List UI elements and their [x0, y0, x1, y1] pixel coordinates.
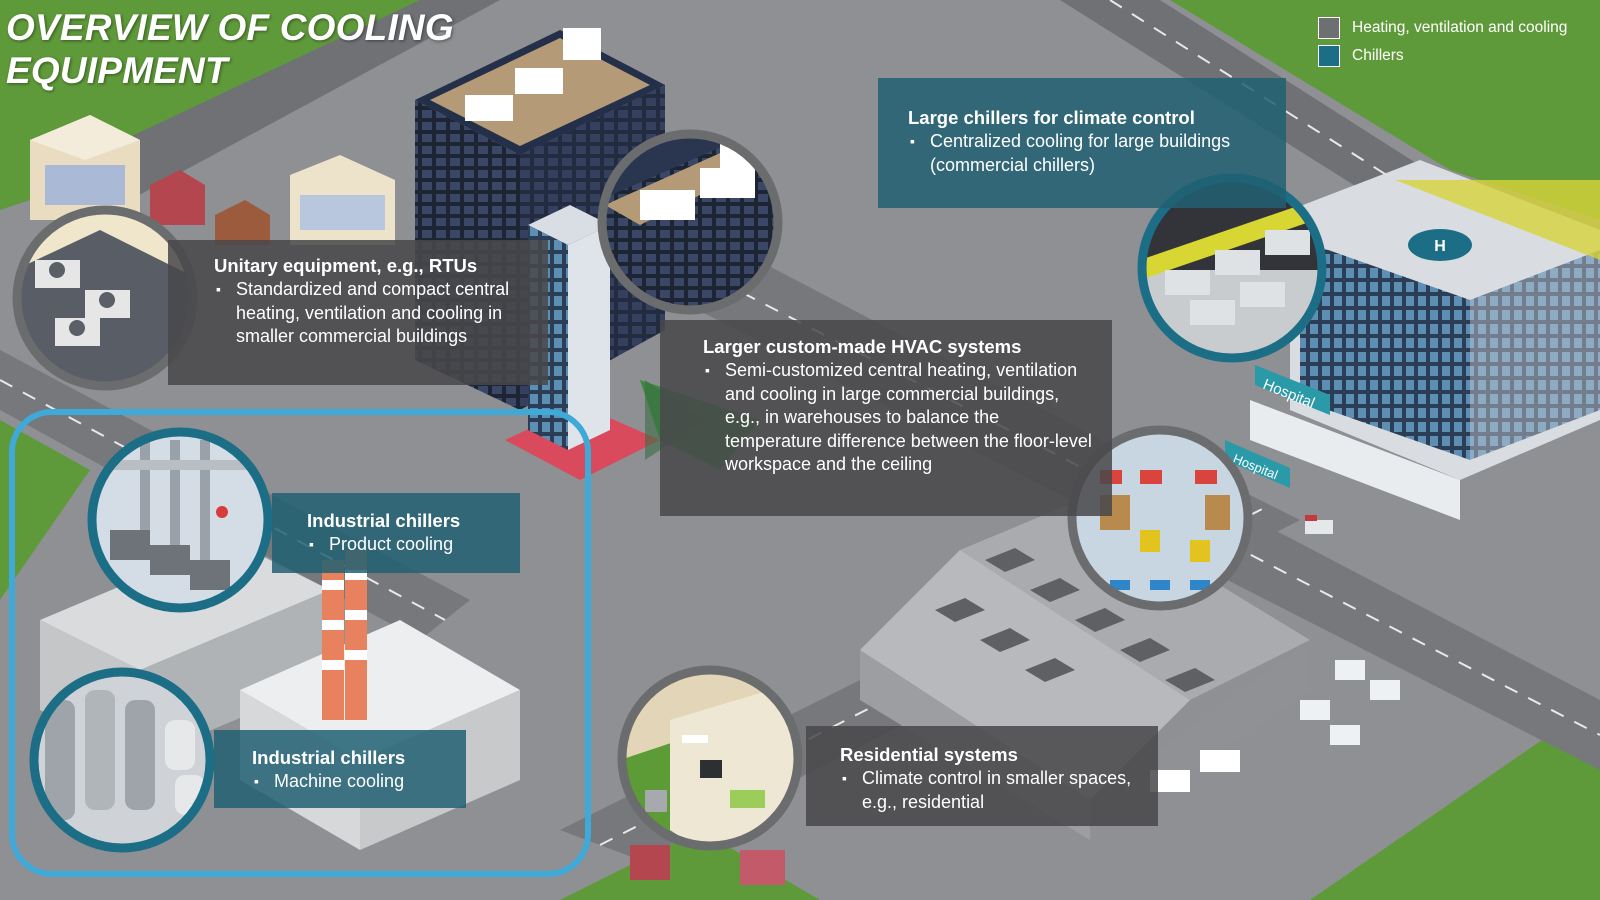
legend: Heating, ventilation and cooling Chiller… [1318, 14, 1567, 70]
legend-item-hvac: Heating, ventilation and cooling [1318, 14, 1567, 42]
industrial-highlight-frame [9, 409, 591, 877]
rooftop-units-magnifier [597, 129, 783, 315]
road-upper-diagonal [60, 0, 500, 200]
callout-industrial-product-cooling: Industrial chillers Product cooling [272, 493, 520, 573]
houses-bottom [630, 845, 785, 885]
legend-swatch-chillers [1318, 45, 1340, 67]
callout-bullet: Product cooling [307, 533, 510, 557]
callout-hvac-systems: Larger custom-made HVAC systems Semi-cus… [660, 320, 1112, 516]
road-marking [0, 379, 446, 621]
grass-bottom-right [1310, 700, 1600, 900]
callout-unitary-equipment: Unitary equipment, e.g., RTUs Standardiz… [168, 240, 548, 385]
callout-heading: Industrial chillers [307, 510, 461, 531]
callout-bullet: Climate control in smaller spaces, e.g.,… [840, 767, 1148, 814]
callout-residential-systems: Residential systems Climate control in s… [806, 726, 1158, 826]
legend-swatch-hvac [1318, 17, 1340, 39]
callout-heading: Industrial chillers [252, 747, 406, 768]
callout-heading: Larger custom-made HVAC systems [703, 336, 1022, 357]
grass-top-right [1170, 0, 1600, 220]
page-title: OVERVIEW OF COOLING EQUIPMENT [6, 7, 454, 91]
legend-label-chillers: Chillers [1352, 47, 1404, 64]
legend-item-chillers: Chillers [1318, 42, 1567, 70]
machine-cooling-magnifier [29, 667, 215, 853]
product-cooling-magnifier [87, 427, 273, 613]
road-marking [1109, 0, 1600, 311]
callout-industrial-machine-cooling: Industrial chillers Machine cooling [214, 730, 466, 808]
callout-heading: Residential systems [840, 744, 1018, 765]
road-marking [649, 244, 1600, 736]
callout-large-chillers: Large chillers for climate control Centr… [878, 78, 1286, 208]
hospital-building: H Hospital Hospital [1225, 160, 1600, 534]
legend-label-hvac: Heating, ventilation and cooling [1352, 19, 1568, 36]
callout-heading: Large chillers for climate control [908, 107, 1195, 128]
callout-bullet: Semi-customized central heating, ventila… [703, 359, 1098, 477]
callout-heading: Unitary equipment, e.g., RTUs [214, 255, 478, 276]
houses-top-left [30, 115, 395, 245]
grass-left [0, 420, 90, 600]
callout-bullet: Machine cooling [252, 770, 456, 794]
callout-bullet: Centralized cooling for large buildings … [908, 130, 1272, 177]
svg-text:H: H [1434, 238, 1446, 255]
residential-magnifier [617, 665, 803, 851]
unitary-rtu-magnifier [12, 205, 198, 391]
callout-bullet: Standardized and compact central heating… [214, 278, 538, 349]
